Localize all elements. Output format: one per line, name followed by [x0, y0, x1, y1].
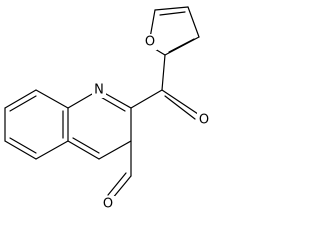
atom-label-aldehyde-o: O — [101, 196, 115, 212]
aldehyde-group — [107, 140, 132, 200]
chemical-structure-diagram: N O O O — [4, 6, 211, 212]
bond — [4, 140, 37, 160]
double-bond-inner — [107, 172, 127, 196]
pyridine-ring — [67, 89, 132, 160]
bond — [35, 140, 69, 160]
double-bond-inner — [159, 11, 186, 16]
bond — [161, 54, 166, 91]
ketone-oxygen-label: O — [199, 113, 209, 128]
bond — [154, 6, 189, 11]
double-bond-inner — [98, 95, 126, 112]
furan-ring — [149, 6, 200, 56]
bond — [149, 9, 156, 39]
bond — [161, 89, 199, 115]
bond — [111, 175, 132, 200]
aldehyde-oxygen-label: O — [103, 197, 113, 212]
double-bond-inner — [72, 137, 100, 154]
bond — [35, 89, 69, 109]
atom-label-ketone-o: O — [197, 112, 211, 128]
atom-label-n: N — [92, 82, 106, 98]
bond — [4, 89, 37, 109]
double-bond-inner — [168, 38, 195, 53]
bond — [67, 140, 100, 160]
nitrogen-label: N — [94, 83, 104, 98]
furan-oxygen-label: O — [145, 35, 155, 50]
double-bond-inner — [9, 95, 37, 112]
bond — [130, 89, 163, 109]
double-bond-inner — [9, 137, 37, 154]
double-bond-inner — [164, 95, 196, 120]
ketone-group — [130, 54, 199, 120]
benzo-ring — [4, 89, 69, 160]
bond — [98, 140, 132, 160]
bond — [187, 6, 200, 38]
atom-label-furan-o: O — [143, 34, 157, 50]
